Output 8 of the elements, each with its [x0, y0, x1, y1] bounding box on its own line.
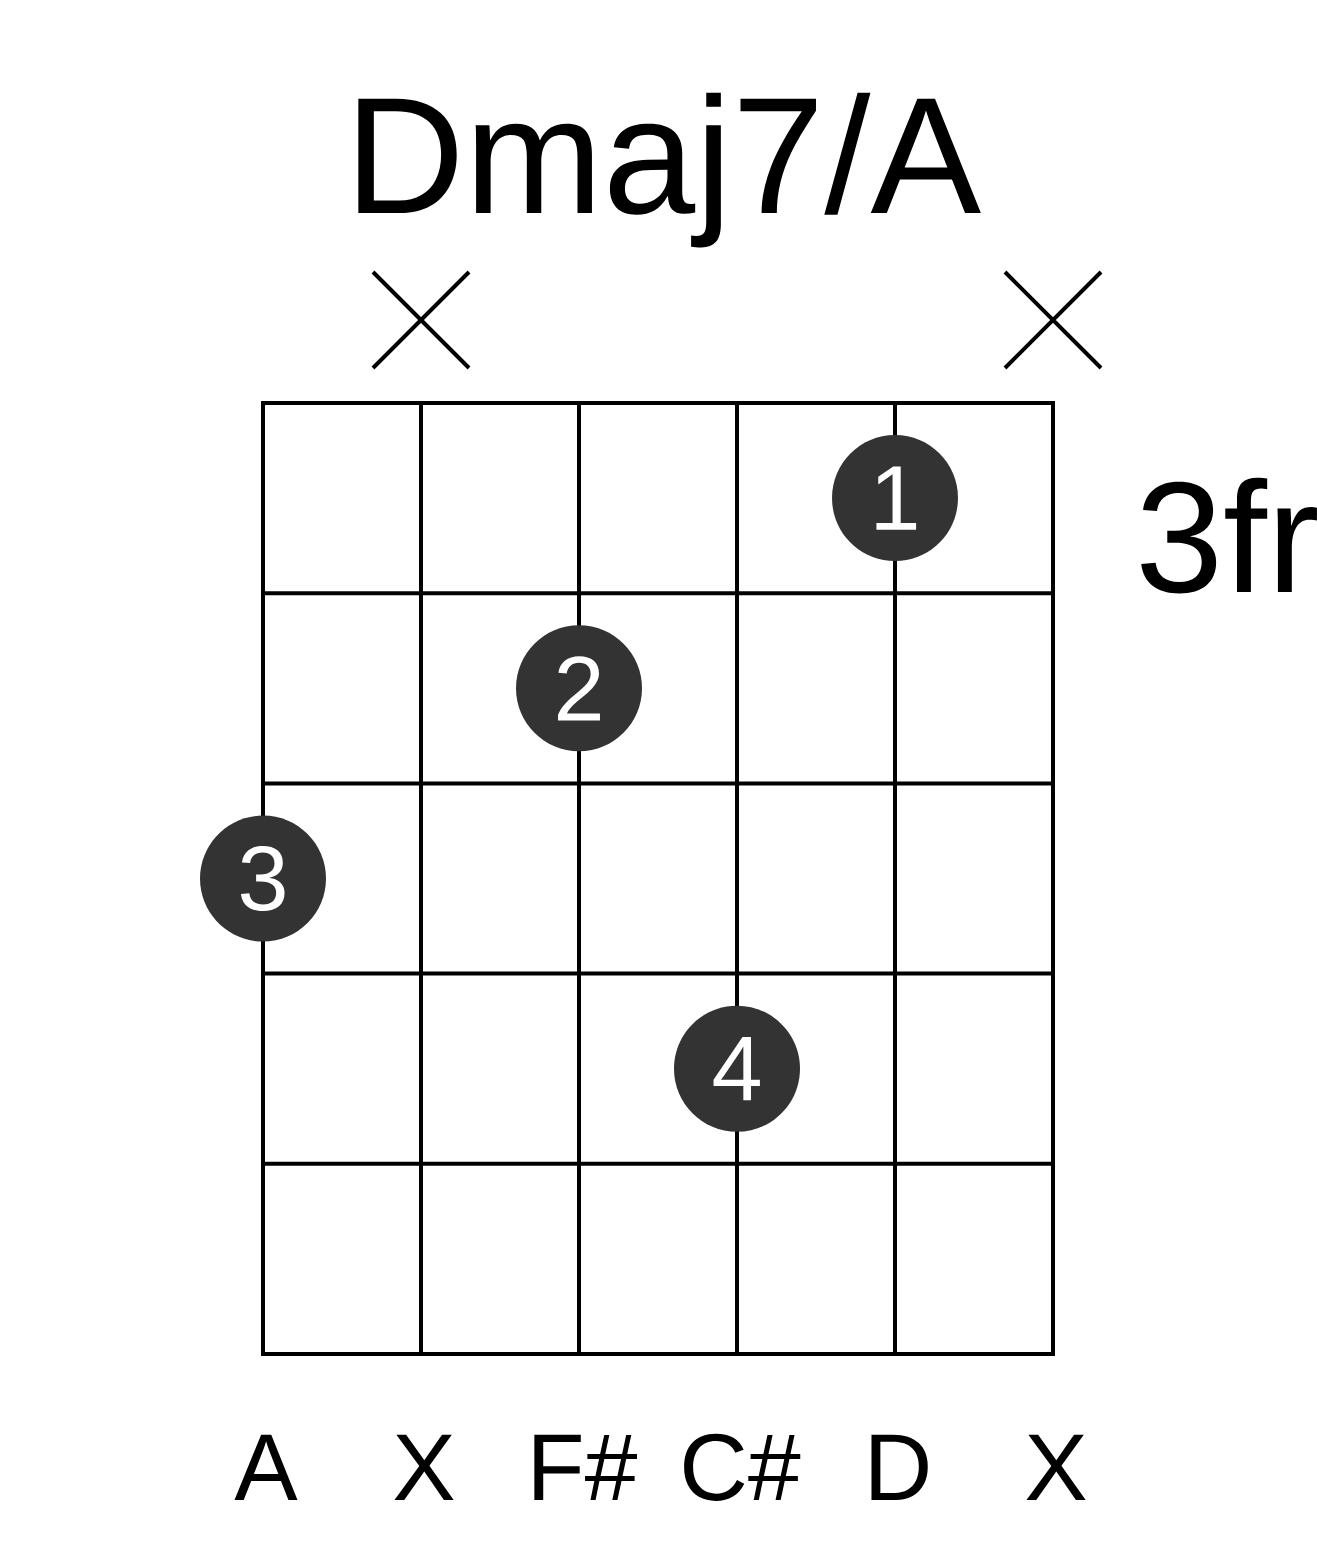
note-name: C# — [684, 1433, 801, 1501]
note-name: D — [871, 1434, 928, 1500]
note-name: X — [1026, 1434, 1086, 1500]
note-name: F# — [534, 1434, 637, 1500]
note-name: A — [234, 1434, 298, 1500]
chord-title: Dmaj7/A — [358, 92, 981, 248]
fret-number: 3fr — [1141, 477, 1317, 594]
note-name: X — [394, 1434, 454, 1500]
